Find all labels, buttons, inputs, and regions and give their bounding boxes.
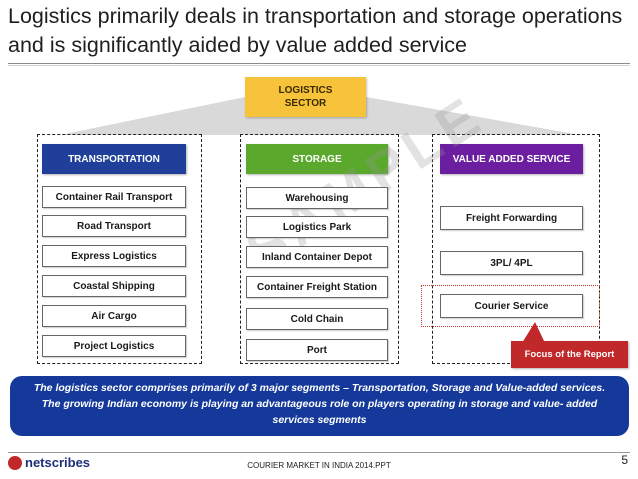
netscribes-logo: netscribes	[8, 455, 90, 470]
transport-item: Road Transport	[42, 215, 186, 237]
storage-header-label: STORAGE	[292, 153, 342, 165]
title-divider-secondary	[8, 65, 630, 66]
logo-text: netscribes	[25, 455, 91, 470]
logistics-sector-label: LOGISTICS SECTOR	[278, 85, 333, 109]
logistics-sector-box: LOGISTICS SECTOR	[245, 77, 366, 117]
logo-mark-icon	[8, 455, 22, 470]
transport-item: Coastal Shipping	[42, 275, 186, 297]
transportation-header: TRANSPORTATION	[42, 144, 186, 174]
storage-item: Cold Chain	[246, 308, 388, 330]
transportation-header-label: TRANSPORTATION	[68, 153, 160, 165]
storage-item: Container Freight Station	[246, 276, 388, 298]
storage-frame	[240, 134, 399, 364]
summary-box: The logistics sector comprises primarily…	[10, 376, 629, 436]
footer-divider	[8, 452, 630, 453]
value-added-header: VALUE ADDED SERVICE	[440, 144, 583, 174]
transport-item: Project Logistics	[42, 335, 186, 357]
page-number: 5	[621, 453, 628, 467]
slide-title: Logistics primarily deals in transportat…	[8, 4, 623, 57]
value-added-header-label: VALUE ADDED SERVICE	[452, 153, 571, 165]
value-added-item: 3PL/ 4PL	[440, 251, 583, 275]
storage-item: Port	[246, 339, 388, 361]
transport-item: Air Cargo	[42, 305, 186, 327]
courier-highlight-frame	[421, 285, 600, 327]
value-added-item: Courier Service	[440, 294, 583, 318]
storage-item: Warehousing	[246, 187, 388, 209]
transport-item: Express Logistics	[42, 245, 186, 267]
storage-item: Logistics Park	[246, 216, 388, 238]
focus-callout: Focus of the Report	[511, 341, 628, 368]
storage-item: Inland Container Depot	[246, 246, 388, 268]
transportation-frame	[37, 134, 202, 364]
transport-item: Container Rail Transport	[42, 186, 186, 208]
value-added-item: Freight Forwarding	[440, 206, 583, 230]
storage-header: STORAGE	[246, 144, 388, 174]
footer-document-name: COURIER MARKET IN INDIA 2014.PPT	[247, 461, 391, 470]
title-divider	[8, 63, 630, 64]
